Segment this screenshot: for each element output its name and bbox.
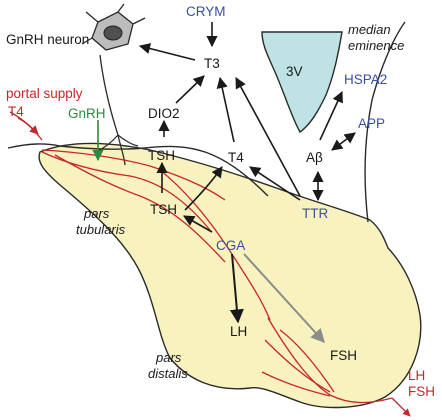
t4-portal-label: T4 (8, 104, 24, 119)
cga-label: CGA (216, 238, 245, 253)
app-label: APP (358, 116, 385, 131)
arrow-tsh-to-t4 (184, 166, 223, 211)
arrow-abeta-to-hspa2 (319, 90, 343, 141)
black-arrows (138, 22, 356, 324)
arrow-cga-to-fsh (243, 253, 325, 344)
arrow-t3-to-neuron (138, 43, 196, 61)
third-ventricle (261, 31, 343, 134)
crym-label: CRYM (186, 4, 226, 19)
median-eminence-label-1: median (348, 22, 391, 37)
pars-tubularis-label-2: tubularis (76, 222, 126, 237)
median-eminence-label-2: eminence (348, 38, 404, 53)
hspa2-label: HSPA2 (344, 72, 387, 87)
pituitary-tissue (38, 142, 422, 409)
dio2-label: DIO2 (148, 106, 180, 121)
gnrh-neuron-icon (81, 3, 146, 51)
median-eminence-right-edge (364, 21, 406, 223)
arrow-ttr-to-t3 (235, 77, 301, 197)
t3-label: T3 (204, 56, 220, 71)
lh-out-label: LH (408, 368, 425, 383)
arrow-app-to-abeta (331, 132, 356, 151)
gnrh-neuron-label: GnRH neuron (6, 32, 89, 47)
abeta-label: Aβ (306, 150, 323, 165)
t3-text: T3 (204, 56, 220, 71)
fsh-label: FSH (330, 348, 357, 363)
portal-supply-arrow (17, 117, 39, 135)
arrow-t4-to-t3 (216, 76, 235, 143)
fsh-out-label: FSH (408, 384, 435, 399)
lh-label: LH (230, 324, 247, 339)
arrow-cga-to-tsh (183, 215, 213, 233)
pars-distalis-label-2: distalis (148, 366, 188, 381)
ttr-label: TTR (302, 206, 328, 221)
tsh-upper-label: TSH (148, 148, 175, 163)
portal-supply-label: portal supply (6, 86, 83, 101)
arrow-cga-to-lh (229, 253, 244, 324)
gnrh-axon (99, 54, 126, 166)
tsh-lower-label: TSH (150, 202, 177, 217)
pars-tubularis-label-1: pars (83, 206, 110, 221)
pars-distalis-label-1: pars (155, 350, 182, 365)
third-ventricle-label: 3V (286, 64, 303, 79)
gnrh-label: GnRH (68, 106, 106, 121)
t4-label: T4 (228, 150, 244, 165)
arrow-ttr-to-t4 (249, 166, 301, 201)
arrow-dio2-to-t3 (175, 75, 205, 104)
